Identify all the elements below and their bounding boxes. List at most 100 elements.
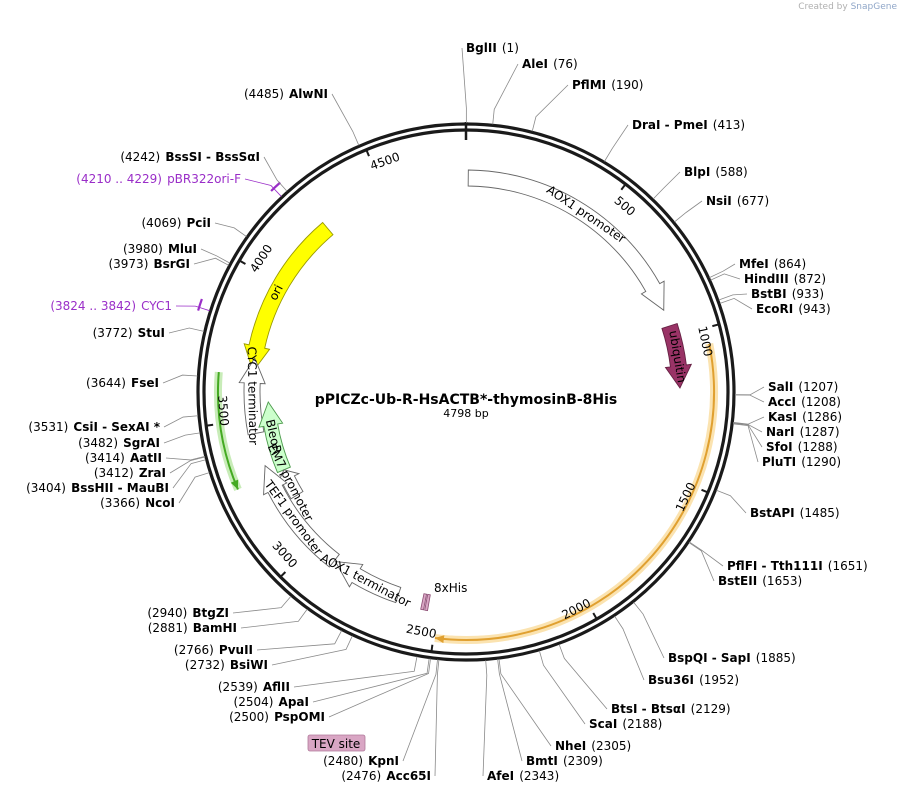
- site-position: (1290): [801, 455, 841, 469]
- site-leader: [604, 124, 629, 162]
- site-leader: [497, 659, 523, 762]
- site-leader: [539, 650, 586, 725]
- site-name: FseI: [131, 376, 159, 390]
- site-position: (2476): [341, 769, 381, 783]
- site-label: (4242) BssSI - BssSαI: [120, 146, 260, 165]
- center-title: pPICZc-Ub-R-HsACTB*-thymosinB-8His 4798 …: [315, 392, 618, 420]
- site-label: EcoRI (943): [756, 298, 831, 317]
- site-leader: [710, 273, 741, 281]
- 8xhis-block: [424, 593, 431, 612]
- site-leader: [719, 297, 753, 310]
- site-position: (2504): [234, 695, 274, 709]
- site-name: PvuII: [219, 643, 253, 657]
- site-leader: [688, 542, 715, 582]
- primer-mark: [197, 298, 203, 311]
- site-position: (3772): [93, 326, 133, 340]
- site-leader: [163, 415, 199, 428]
- site-leader: [165, 455, 205, 461]
- site-leader: [162, 374, 198, 384]
- site-position: (2188): [622, 717, 662, 731]
- site-leader: [200, 248, 231, 264]
- orf-arrowhead: [434, 635, 445, 644]
- site-label: PflMI (190): [572, 74, 643, 93]
- orf-line: [217, 371, 239, 490]
- credit-prefix: Created by: [798, 2, 848, 12]
- site-position: (1653): [762, 574, 802, 588]
- feature-em7-promoter: [276, 469, 304, 500]
- leader-layer: [162, 47, 765, 777]
- site-position: (864): [774, 257, 806, 271]
- site-position: (1485): [800, 506, 840, 520]
- site-position: (3531): [28, 420, 68, 434]
- site-label: (3482) SgrAI: [78, 432, 160, 451]
- site-label: NheI (2305): [555, 735, 631, 754]
- site-label: KasI (1286): [768, 406, 842, 425]
- site-name: BlpI: [684, 165, 710, 179]
- site-position: (3366): [100, 496, 140, 510]
- site-label: BmtI (2309): [526, 750, 603, 769]
- site-leader: [709, 263, 736, 278]
- site-leader: [244, 178, 282, 197]
- tev-site-tag: TEV site: [307, 734, 366, 752]
- feature-aox1-promoter: [467, 169, 665, 312]
- site-label: (3980) MluI: [123, 238, 197, 257]
- site-leader: [193, 257, 229, 266]
- feature-8xhis: [420, 593, 431, 612]
- site-label: (2539) AflII: [218, 676, 290, 695]
- site-name: NarI: [766, 425, 795, 439]
- site-label: BglII (1): [466, 37, 519, 56]
- feature-tef1-promoter: [263, 464, 340, 568]
- site-label: BstAPI (1485): [750, 502, 840, 521]
- site-label: (2476) Acc65I: [341, 765, 431, 784]
- site-position: (76): [553, 57, 578, 71]
- site-name: BssHII - MauBI: [71, 481, 169, 495]
- site-label: HindIII (872): [744, 268, 826, 287]
- site-name: SfoI: [766, 440, 793, 454]
- site-name: BtsI - BtsαI: [611, 702, 686, 716]
- site-leader: [716, 489, 747, 514]
- site-name: MluI: [168, 242, 197, 256]
- site-leader: [674, 200, 703, 223]
- site-position: (413): [713, 118, 745, 132]
- site-label: ScaI (2188): [589, 713, 662, 732]
- tick-mark: [712, 323, 720, 328]
- tev-site-label: TEV site: [311, 737, 361, 751]
- site-leader: [733, 422, 763, 448]
- site-name: ApaI: [279, 695, 309, 709]
- site-position: (1287): [800, 425, 840, 439]
- site-label: (2480) KpnI: [323, 750, 399, 769]
- site-label: PflFI - Tth111I (1651): [727, 555, 868, 574]
- site-label: (2766) PvuII: [174, 639, 253, 658]
- site-label: BspQI - SapI (1885): [668, 647, 796, 666]
- site-label: PluTI (1290): [762, 451, 841, 470]
- site-name: MfeI: [739, 257, 769, 271]
- site-name: NsiI: [706, 194, 732, 208]
- site-label: (3531) CsiI - SexAI *: [28, 416, 160, 435]
- site-position: (1288): [798, 440, 838, 454]
- tick-label: 1000: [695, 325, 715, 358]
- site-leader: [293, 656, 418, 688]
- tev-site-box: [307, 734, 366, 752]
- site-leader: [240, 608, 308, 629]
- site-label: (3404) BssHII - MauBI: [26, 477, 169, 496]
- site-name: NheI: [555, 739, 586, 753]
- 8xhis-block: [420, 593, 428, 611]
- site-position: (2881): [148, 621, 188, 635]
- snapgene-credit: Created by SnapGene: [798, 2, 897, 12]
- site-position: (2766): [174, 643, 214, 657]
- tick-label: 2500: [405, 622, 438, 641]
- site-position: (3482): [78, 436, 118, 450]
- site-position: (4242): [120, 150, 160, 164]
- site-position: (3824 .. 3842): [50, 299, 136, 313]
- site-name: PciI: [187, 216, 212, 230]
- tick-label: 4000: [247, 242, 275, 275]
- site-leader: [172, 459, 206, 489]
- site-leader: [614, 615, 645, 681]
- site-position: (2940): [147, 606, 187, 620]
- site-position: (2129): [691, 702, 731, 716]
- tick-mark: [206, 423, 214, 427]
- site-leader: [263, 156, 288, 192]
- site-leader: [434, 659, 440, 777]
